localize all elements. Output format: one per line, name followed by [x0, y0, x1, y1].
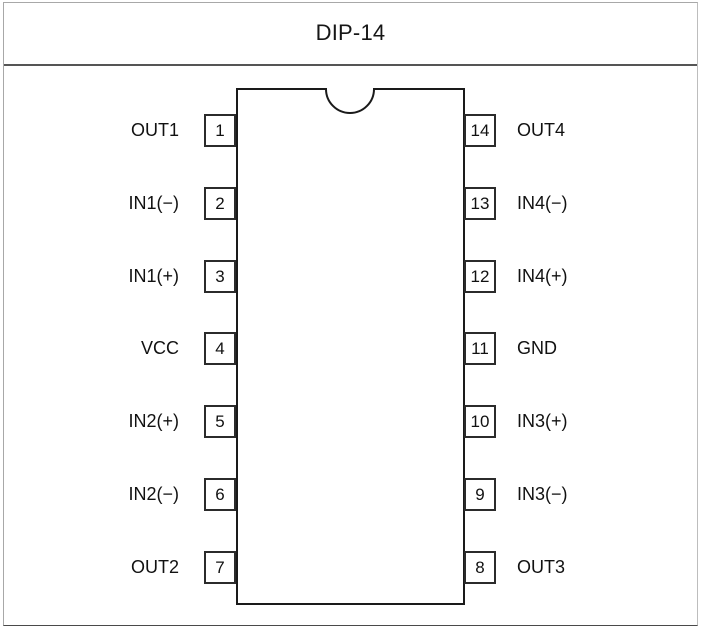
pin-box-11[interactable]: 11 — [464, 332, 496, 365]
pin-label-6: IN2(−) — [128, 484, 179, 504]
pin-box-14[interactable]: 14 — [464, 114, 496, 147]
pin-label-11: GND — [517, 338, 557, 358]
pin-label-3: IN1(+) — [128, 266, 179, 286]
pin-box-12[interactable]: 12 — [464, 260, 496, 293]
pin-label-12: IN4(+) — [517, 266, 568, 286]
pin-box-3[interactable]: 3 — [204, 260, 236, 293]
pin-box-1[interactable]: 1 — [204, 114, 236, 147]
pin-label-2: IN1(−) — [128, 193, 179, 213]
pin-box-5[interactable]: 5 — [204, 405, 236, 438]
panel-header: DIP-14 — [4, 3, 697, 66]
dip14-panel: DIP-14 1 OUT1 2 IN1(−) 3 IN1(+) 4 VCC 5 … — [3, 2, 698, 626]
chip-notch-arc — [324, 88, 376, 114]
pin-box-2[interactable]: 2 — [204, 187, 236, 220]
pin-label-4: VCC — [140, 338, 179, 358]
pin-box-8[interactable]: 8 — [464, 551, 496, 584]
page-title: DIP-14 — [315, 20, 386, 45]
pin-box-7[interactable]: 7 — [204, 551, 236, 584]
pin-box-9[interactable]: 9 — [464, 478, 496, 511]
dip14-diagram: 1 OUT1 2 IN1(−) 3 IN1(+) 4 VCC 5 IN2(+) … — [4, 66, 697, 625]
pin-label-10: IN3(+) — [517, 411, 568, 431]
pin-label-5: IN2(+) — [128, 411, 179, 431]
chip-outline-svg — [236, 86, 465, 605]
pin-label-14: OUT4 — [517, 120, 566, 140]
pin-label-1: OUT1 — [130, 120, 179, 140]
pin-label-7: OUT2 — [130, 557, 179, 577]
pin-box-13[interactable]: 13 — [464, 187, 496, 220]
pin-label-13: IN4(−) — [517, 193, 568, 213]
pin-label-9: IN3(−) — [517, 484, 568, 504]
pin-box-6[interactable]: 6 — [204, 478, 236, 511]
pin-label-8: OUT3 — [517, 557, 566, 577]
notch-chord-mask — [327, 86, 373, 90]
pin-box-10[interactable]: 10 — [464, 405, 496, 438]
pin-box-4[interactable]: 4 — [204, 332, 236, 365]
chip-body-rect — [236, 88, 465, 605]
